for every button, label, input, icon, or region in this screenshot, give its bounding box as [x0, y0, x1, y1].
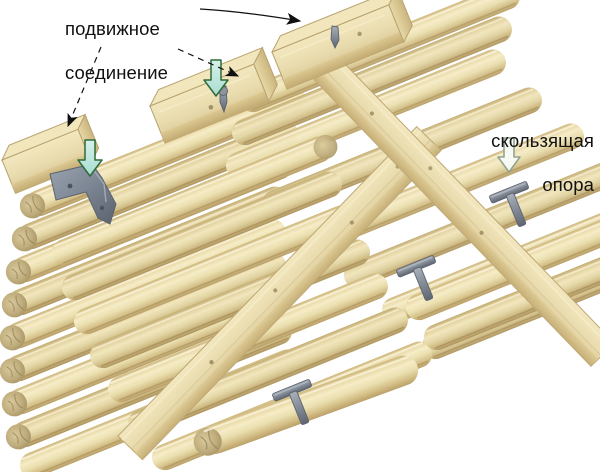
green-arrow-left-support	[77, 139, 103, 177]
log-protruding-bottom	[193, 355, 419, 456]
sliding-support-arrow-icon	[497, 137, 521, 173]
log-wall-front	[46, 131, 437, 472]
bracket-bottom-tee	[272, 379, 312, 425]
label-sliding-support-line2: опора	[542, 174, 594, 195]
rafter-left	[117, 125, 442, 461]
leader-to-left-bracket	[67, 46, 102, 128]
label-sliding-support: скользящая опора	[464, 108, 594, 240]
label-movable-joint-line2: соединение	[64, 62, 169, 83]
label-movable-joint: подвижное соединение	[44, 0, 168, 106]
label-sliding-support-line1: скользящая	[491, 130, 594, 151]
log-wall-left	[0, 82, 311, 472]
purlin-block-top-right	[270, 0, 413, 90]
bracket-top-right-pin	[330, 25, 340, 50]
purlin-block-center	[148, 46, 278, 144]
rafter-right	[291, 33, 600, 367]
green-arrow-center-support	[203, 59, 229, 97]
leader-to-top-right-bracket	[199, 8, 302, 25]
bracket-right-tee	[489, 181, 529, 227]
bracket-mid-tee	[396, 255, 436, 301]
label-movable-joint-line1: подвижное	[64, 18, 160, 39]
bracket-left-plate	[49, 163, 117, 225]
callout-leaders	[67, 8, 302, 128]
